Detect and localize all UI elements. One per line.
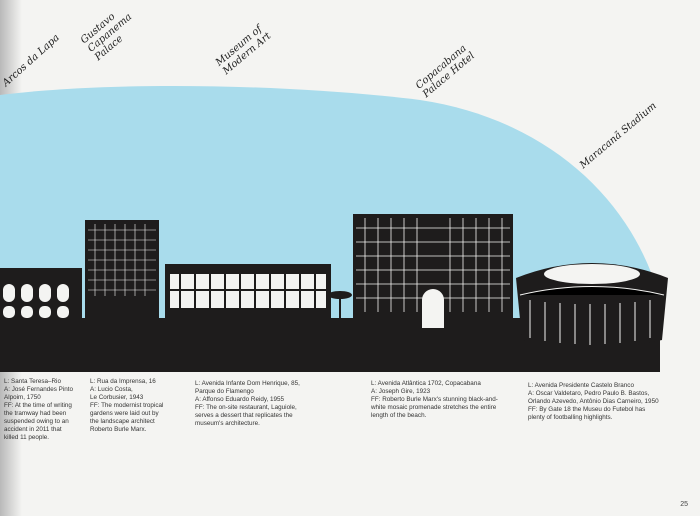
copacabana-palace-building	[353, 214, 513, 328]
caption-museum-of-modern-art: L: Avenida Infante Dom Henrique, 85,Parq…	[195, 380, 300, 427]
museum-of-modern-art-building	[165, 264, 331, 320]
arcos-da-lapa-building	[0, 268, 82, 320]
palm-tree	[328, 291, 352, 320]
capanema-palace-building	[85, 220, 159, 320]
maracana-stadium-building	[516, 263, 668, 348]
page-number: 25	[680, 501, 688, 508]
